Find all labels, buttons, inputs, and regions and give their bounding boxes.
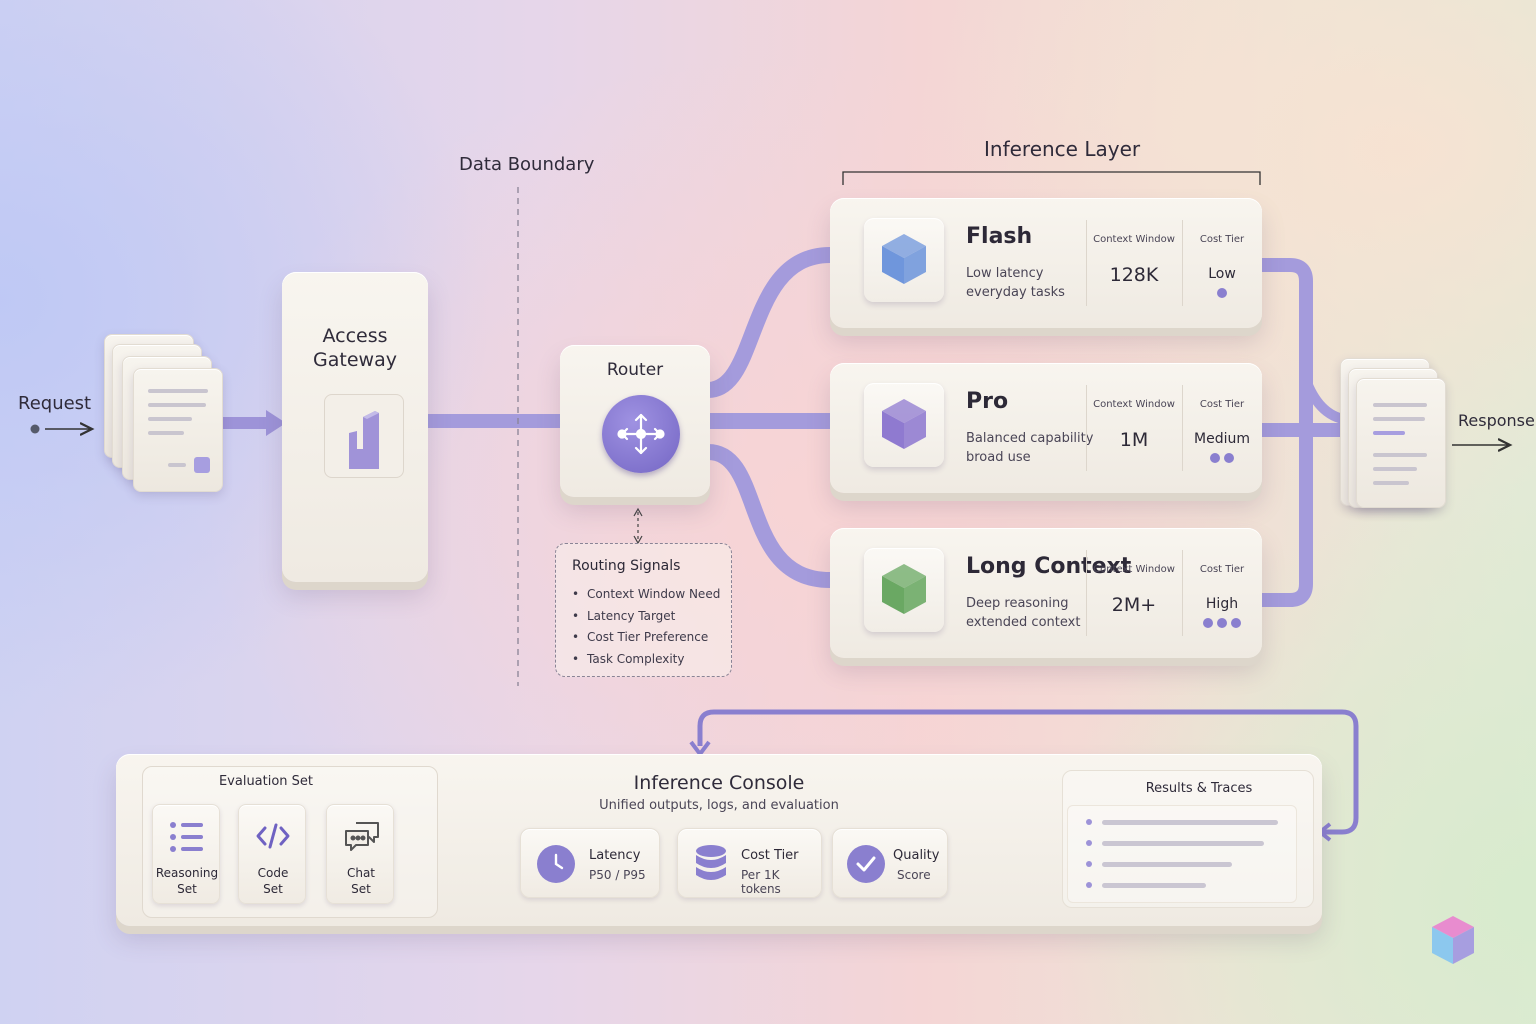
latency-metric-card[interactable]: Latency P50 / P95 bbox=[520, 828, 660, 898]
router-card[interactable]: Router bbox=[560, 345, 710, 497]
list-icon bbox=[170, 822, 203, 852]
cost-tier-dot bbox=[1217, 618, 1227, 628]
console-title: Inference Console bbox=[633, 772, 805, 794]
signal-item: Task Complexity bbox=[572, 649, 720, 671]
signal-item: Context Window Need bbox=[572, 584, 720, 606]
model-card-long-context[interactable]: Long Context Deep reasoning extended con… bbox=[830, 528, 1262, 658]
database-icon bbox=[696, 845, 726, 880]
signals-arrow-up bbox=[633, 507, 643, 517]
quality-title: Quality bbox=[893, 848, 940, 863]
cost-tier-value: Low bbox=[1208, 266, 1236, 282]
chat-icon bbox=[345, 822, 379, 851]
signal-item: Latency Target bbox=[572, 606, 720, 628]
column-separator bbox=[1086, 220, 1087, 306]
response-label: Response bbox=[1458, 411, 1535, 430]
model-name: Long Context bbox=[966, 554, 1132, 579]
context-window-value: 2M+ bbox=[1111, 594, 1157, 616]
context-window-label: Context Window bbox=[1093, 564, 1175, 575]
cost-tier-dot bbox=[1224, 453, 1234, 463]
cost-tier-dot bbox=[1210, 453, 1220, 463]
access-gateway-card[interactable]: Access Gateway bbox=[282, 272, 428, 582]
code-icon bbox=[256, 823, 290, 849]
model-description: Balanced capability broad use bbox=[966, 431, 1094, 465]
routing-signals-title: Routing Signals bbox=[572, 558, 681, 574]
model-card-flash[interactable]: Flash Low latency everyday tasks Context… bbox=[830, 198, 1262, 328]
column-separator bbox=[1182, 385, 1183, 471]
console-subtitle: Unified outputs, logs, and evaluation bbox=[599, 798, 839, 813]
cost-tier-label: Cost Tier bbox=[1199, 234, 1245, 245]
cube-logo-icon bbox=[1432, 916, 1474, 964]
signal-item: Cost Tier Preference bbox=[572, 627, 720, 649]
model-name: Flash bbox=[966, 224, 1033, 249]
wire-arrowhead bbox=[266, 410, 286, 436]
model-name: Pro bbox=[966, 389, 1009, 414]
clock-icon bbox=[537, 845, 575, 883]
wire-router-flash bbox=[706, 247, 831, 398]
router-title: Router bbox=[606, 360, 664, 380]
column-separator bbox=[1086, 385, 1087, 471]
request-label: Request bbox=[18, 393, 92, 414]
results-traces-box[interactable]: Results & Traces bbox=[1062, 770, 1314, 908]
cost-tier-label: Cost Tier bbox=[1199, 564, 1245, 575]
data-boundary-label: Data Boundary bbox=[459, 154, 595, 175]
feedback-loop bbox=[697, 709, 1359, 835]
cost-tier-dot bbox=[1203, 618, 1213, 628]
cost-tier-dot bbox=[1231, 618, 1241, 628]
evaluation-set-title: Evaluation Set bbox=[218, 774, 314, 789]
column-separator bbox=[1182, 220, 1183, 306]
reasoning-set-tile[interactable]: Reasoning Set bbox=[152, 804, 220, 904]
cost-tier-metric-card[interactable]: Cost Tier Per 1K tokens bbox=[677, 828, 822, 898]
blue-cube-icon bbox=[864, 218, 944, 302]
gateway-title: Access Gateway bbox=[313, 325, 397, 371]
reasoning-set-label: Reasoning Set bbox=[155, 866, 219, 896]
inference-layer-label: Inference Layer bbox=[984, 137, 1141, 161]
latency-sub: P50 / P95 bbox=[589, 868, 646, 882]
purple-cube-icon bbox=[864, 383, 944, 467]
code-set-label: Code Set bbox=[257, 866, 289, 896]
code-set-tile[interactable]: Code Set bbox=[238, 804, 306, 904]
column-separator bbox=[1086, 550, 1087, 636]
cost-tier-title: Cost Tier bbox=[741, 848, 799, 863]
inference-layer-bracket bbox=[842, 171, 1261, 185]
model-description: Low latency everyday tasks bbox=[966, 266, 1065, 300]
column-separator bbox=[1182, 550, 1183, 636]
context-window-value: 1M bbox=[1119, 429, 1149, 451]
chat-set-label: Chat Set bbox=[346, 866, 376, 896]
check-icon bbox=[847, 845, 885, 883]
router-network-icon bbox=[602, 395, 680, 473]
quality-metric-card[interactable]: Quality Score bbox=[832, 828, 948, 898]
context-window-label: Context Window bbox=[1093, 234, 1175, 245]
results-list bbox=[1067, 805, 1297, 903]
gateway-icon bbox=[324, 394, 404, 478]
green-cube-icon bbox=[864, 548, 944, 632]
context-window-value: 128K bbox=[1109, 264, 1159, 286]
request-dot bbox=[30, 424, 40, 434]
routing-signals-box: Routing Signals Context Window Need Late… bbox=[555, 543, 732, 677]
context-window-label: Context Window bbox=[1093, 399, 1175, 410]
cost-tier-value: High bbox=[1205, 596, 1239, 612]
response-document-icon bbox=[1356, 378, 1446, 508]
routing-signals-list: Context Window Need Latency Target Cost … bbox=[572, 584, 720, 670]
model-card-pro[interactable]: Pro Balanced capability broad use Contex… bbox=[830, 363, 1262, 493]
model-description: Deep reasoning extended context bbox=[966, 596, 1081, 630]
quality-sub: Score bbox=[897, 868, 931, 882]
request-document-icon bbox=[133, 368, 223, 492]
cost-tier-dot bbox=[1217, 288, 1227, 298]
cost-tier-sub: Per 1K tokens bbox=[741, 868, 781, 896]
latency-title: Latency bbox=[589, 848, 641, 863]
chat-set-tile[interactable]: Chat Set bbox=[326, 804, 394, 904]
cost-tier-value: Medium bbox=[1194, 431, 1250, 447]
wire-router-long bbox=[707, 444, 831, 588]
cost-tier-label: Cost Tier bbox=[1199, 399, 1245, 410]
results-title: Results & Traces bbox=[1145, 781, 1253, 796]
